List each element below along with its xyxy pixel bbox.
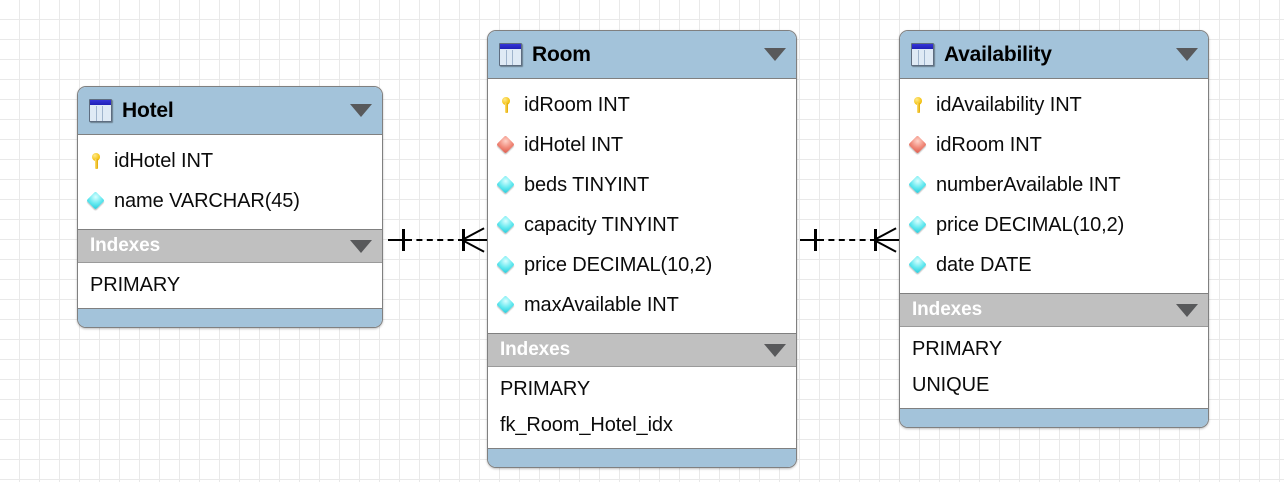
entity-table-availability[interactable]: Availability idAvailability INT idRoom I… [899, 30, 1209, 428]
field-label: price DECIMAL(10,2) [524, 253, 713, 276]
field-label: idRoom INT [524, 93, 630, 116]
index-row[interactable]: PRIMARY [500, 377, 591, 400]
chevron-down-icon[interactable] [1176, 303, 1198, 317]
relationship-hotel-room[interactable] [388, 216, 488, 264]
field-label: name VARCHAR(45) [114, 189, 300, 212]
indexes-label: Indexes [500, 339, 571, 360]
column-icon [909, 256, 927, 274]
field-label: idRoom INT [936, 133, 1042, 156]
index-row[interactable]: fk_Room_Hotel_idx [500, 413, 673, 436]
field-label: maxAvailable INT [524, 293, 679, 316]
field-row[interactable]: numberAvailable INT [900, 165, 1208, 205]
primary-key-icon [87, 152, 105, 170]
field-label: beds TINYINT [524, 173, 650, 196]
index-row[interactable]: PRIMARY [90, 273, 181, 296]
table-icon [89, 99, 112, 122]
chevron-down-icon[interactable] [1176, 48, 1198, 61]
field-label: numberAvailable INT [936, 173, 1121, 196]
indexes-header[interactable]: Indexes [78, 229, 382, 263]
cardinality-one-marker [814, 229, 817, 251]
column-icon [497, 176, 515, 194]
index-row[interactable]: PRIMARY [912, 337, 1003, 360]
field-row[interactable]: maxAvailable INT [488, 285, 796, 325]
field-list: idAvailability INT idRoom INT numberAvai… [900, 79, 1208, 293]
index-row[interactable]: UNIQUE [912, 373, 990, 396]
field-row[interactable]: idAvailability INT [900, 85, 1208, 125]
column-icon [497, 256, 515, 274]
field-row[interactable]: idHotel INT [488, 125, 796, 165]
relationship-line [818, 239, 876, 241]
primary-key-icon [909, 96, 927, 114]
field-label: price DECIMAL(10,2) [936, 213, 1125, 236]
relationship-room-availability[interactable] [800, 216, 900, 264]
field-label: date DATE [936, 253, 1032, 276]
table-title: Room [532, 42, 591, 66]
field-label: idHotel INT [114, 149, 213, 172]
field-row[interactable]: idRoom INT [900, 125, 1208, 165]
cardinality-many-marker [461, 226, 487, 254]
field-row[interactable]: name VARCHAR(45) [78, 181, 382, 221]
field-row[interactable]: idRoom INT [488, 85, 796, 125]
field-row[interactable]: price DECIMAL(10,2) [488, 245, 796, 285]
field-row[interactable]: idHotel INT [78, 141, 382, 181]
table-footer [488, 448, 796, 467]
index-list: PRIMARY fk_Room_Hotel_idx [488, 367, 796, 448]
chevron-down-icon[interactable] [350, 104, 372, 117]
column-icon [909, 216, 927, 234]
field-list: idRoom INT idHotel INT beds TINYINT capa… [488, 79, 796, 333]
table-header-hotel[interactable]: Hotel [78, 87, 382, 135]
indexes-header[interactable]: Indexes [900, 293, 1208, 327]
field-row[interactable]: date DATE [900, 245, 1208, 285]
field-label: idHotel INT [524, 133, 623, 156]
indexes-header[interactable]: Indexes [488, 333, 796, 367]
column-icon [497, 296, 515, 314]
field-list: idHotel INT name VARCHAR(45) [78, 135, 382, 229]
indexes-label: Indexes [90, 235, 161, 256]
index-list: PRIMARY [78, 263, 382, 308]
chevron-down-icon[interactable] [350, 239, 372, 253]
field-row[interactable]: beds TINYINT [488, 165, 796, 205]
table-title: Availability [944, 42, 1052, 66]
indexes-label: Indexes [912, 299, 983, 320]
field-label: capacity TINYINT [524, 213, 679, 236]
cardinality-many-marker [873, 226, 899, 254]
entity-table-room[interactable]: Room idRoom INT idHotel INT beds TINYINT… [487, 30, 797, 468]
relationship-line [406, 239, 464, 241]
relationship-line-segment [388, 239, 408, 241]
table-header-room[interactable]: Room [488, 31, 796, 79]
entity-table-hotel[interactable]: Hotel idHotel INT name VARCHAR(45) Index… [77, 86, 383, 328]
field-row[interactable]: capacity TINYINT [488, 205, 796, 245]
table-icon [499, 43, 522, 66]
index-list: PRIMARY UNIQUE [900, 327, 1208, 408]
column-icon [497, 216, 515, 234]
table-footer [900, 408, 1208, 427]
primary-key-icon [497, 96, 515, 114]
field-label: idAvailability INT [936, 93, 1082, 116]
cardinality-one-marker [402, 229, 405, 251]
column-icon [87, 192, 105, 210]
table-icon [911, 43, 934, 66]
table-header-availability[interactable]: Availability [900, 31, 1208, 79]
table-title: Hotel [122, 98, 174, 122]
relationship-line-segment [800, 239, 820, 241]
table-footer [78, 308, 382, 327]
foreign-key-icon [497, 136, 515, 154]
chevron-down-icon[interactable] [764, 48, 786, 61]
foreign-key-icon [909, 136, 927, 154]
chevron-down-icon[interactable] [764, 343, 786, 357]
field-row[interactable]: price DECIMAL(10,2) [900, 205, 1208, 245]
column-icon [909, 176, 927, 194]
